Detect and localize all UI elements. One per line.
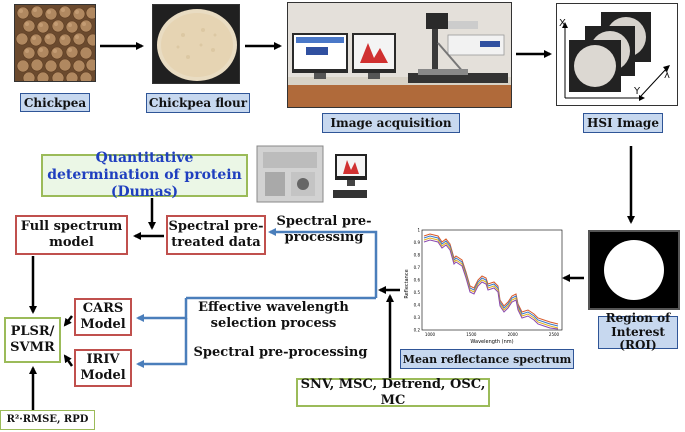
spectrum-ylabel: Reflectance <box>404 269 410 298</box>
spectral-preprocessing-right-text: Spectral pre-processing <box>276 214 372 246</box>
hsi-image-label: HSI Image <box>583 113 663 133</box>
spectrum-ytick-label: 0.2 <box>414 328 421 333</box>
iriv-model-box: IRIV Model <box>74 349 132 387</box>
full-spectrum-model-box: Full spectrum model <box>15 215 128 255</box>
spectrum-curve-2 <box>423 235 559 327</box>
arrow-iriv-to-plsr <box>63 354 74 367</box>
spectrum-curve-1 <box>423 233 559 325</box>
chickpea-label: Chickpea <box>20 93 90 112</box>
image-acquisition-label: Image acquisition <box>322 113 460 133</box>
chickpea-flour-label: Chickpea flour <box>146 93 250 113</box>
hsi-lambda-label: λ <box>664 70 670 81</box>
hsi-x-axis-label: X <box>559 18 566 29</box>
spectrum-curve-3 <box>423 237 559 329</box>
spectrum-ytick-label: 0.4 <box>414 303 421 308</box>
hsi-cube <box>562 12 670 101</box>
arrow-blue-to-cars <box>136 298 188 322</box>
mean-reflectance-label: Mean reflectance spectrum <box>400 349 574 369</box>
spectral-treated-box: Spectral pre-treated data <box>166 215 266 255</box>
spectrum-xtick-label: 2000 <box>508 332 519 337</box>
spectrum-curve-4 <box>423 239 559 330</box>
cars-model-box: CARS Model <box>74 298 132 336</box>
dumas-instrument-photo <box>255 140 370 206</box>
acquisition-lab-scene <box>288 3 511 107</box>
roi-label: Region of Interest (ROI) <box>598 311 678 352</box>
effective-wavelength-text: Effective wavelength selection process <box>198 300 349 332</box>
spectrum-xtick-label: 1000 <box>425 332 436 337</box>
hsi-y-axis-label: Y <box>634 86 641 97</box>
preproc-methods-box: SNV, MSC, Detrend, OSC, MC <box>296 377 490 408</box>
mean-spectrum-plot: 1 0.9 0.8 0.7 0.6 0.5 0.4 0.3 0.2 1000 1500 2000 25… <box>400 222 568 345</box>
roi-disk <box>590 232 678 308</box>
spectral-preprocessing-mid-text: Spectral pre-processing <box>193 345 368 360</box>
hsi-image-photo <box>556 3 678 106</box>
dumas-instrument <box>256 145 367 203</box>
roi-photo <box>588 230 680 310</box>
chickpea-flour-photo <box>152 4 240 84</box>
arrow-blue-to-treated <box>268 228 378 298</box>
spectrum-xlabel: Wavelength (nm) <box>470 339 513 345</box>
spectrum-xtick-label: 1500 <box>466 332 477 337</box>
chickpea-texture <box>15 5 95 81</box>
spectrum-ytick-label: 0.9 <box>414 240 421 245</box>
spectrum-ytick-label: 0.5 <box>414 290 421 295</box>
plsr-svmr-box: PLSR/ SVMR <box>4 317 61 363</box>
chickpea-photo <box>14 4 96 82</box>
spectrum-ytick-label: 0.7 <box>414 265 421 270</box>
spectrum-xtick-label: 2500 <box>549 332 560 337</box>
spectrum-ytick-label: 0.3 <box>414 315 421 320</box>
flour-dish <box>153 5 239 83</box>
spectrum-svg: 1 0.9 0.8 0.7 0.6 0.5 0.4 0.3 0.2 1000 1500 2000 25… <box>404 228 563 345</box>
image-acquisition-photo <box>287 2 512 108</box>
metrics-box: R²·RMSE, RPD <box>0 410 95 430</box>
spectrum-ytick-label: 1 <box>417 228 420 233</box>
arrow-blue-to-iriv <box>136 318 188 368</box>
dumas-box: Quantitative determination of protein (D… <box>41 150 248 200</box>
spectrum-ytick-label: 0.6 <box>414 278 421 283</box>
arrow-cars-to-plsr <box>63 315 73 327</box>
spectrum-ytick-label: 0.8 <box>414 253 421 258</box>
